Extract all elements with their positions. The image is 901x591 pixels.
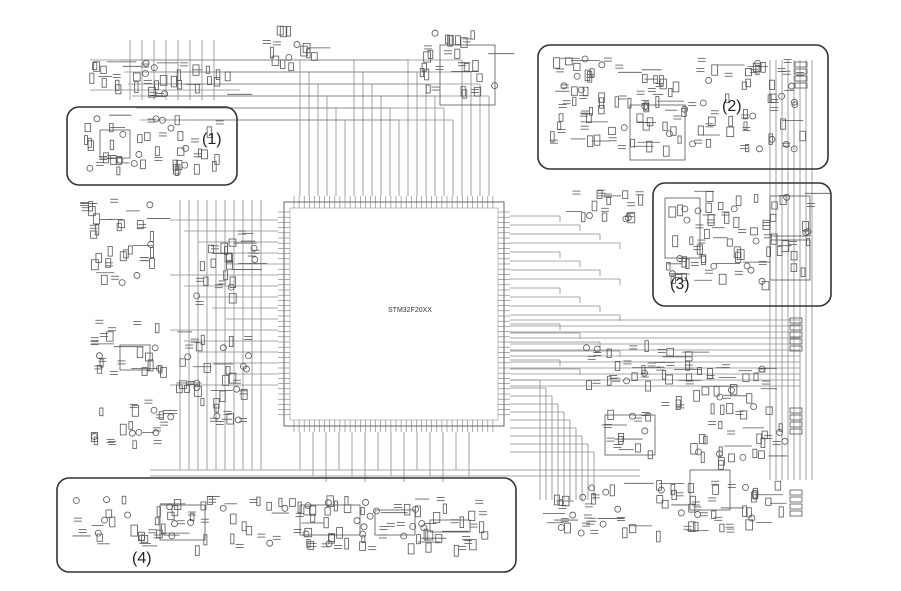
region-1-label: (1) [202, 131, 222, 148]
region-4-label: (4) [132, 550, 152, 567]
region-3: (3) [652, 182, 832, 307]
region-2: (2) [537, 44, 829, 170]
region-4: (4) [56, 477, 517, 573]
wiring-traces [90, 40, 813, 500]
region-2-label: (2) [722, 98, 742, 115]
region-3-label: (3) [670, 276, 690, 293]
component-symbols [72, 25, 831, 557]
mcu-label: STM32F20XX [388, 307, 432, 314]
mcu-chip: STM32F20XX [278, 196, 510, 432]
region-1: (1) [66, 106, 238, 186]
